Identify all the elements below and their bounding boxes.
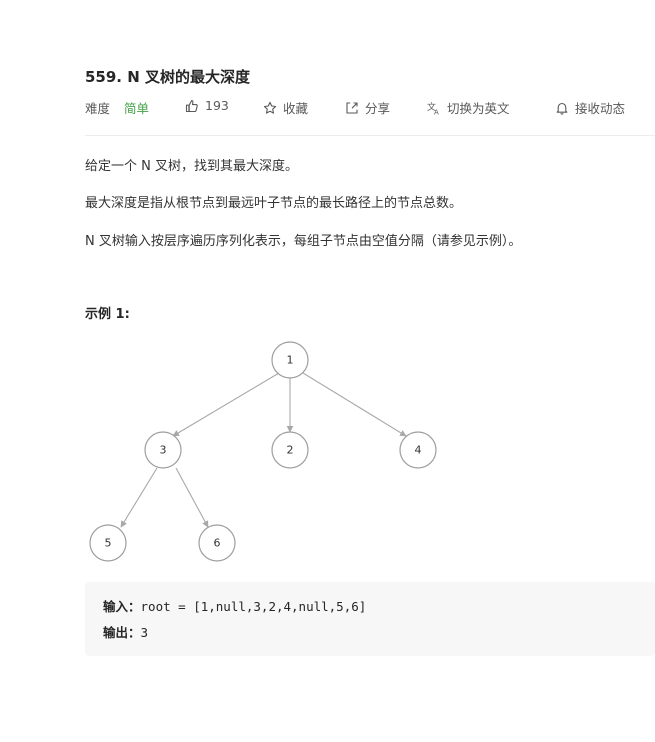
tree-node-2: 2 [271,431,309,469]
difficulty: 难度 简单 [85,98,149,117]
problem-title: 559. N 叉树的最大深度 [85,68,251,86]
switch-language-button[interactable]: 文 A 切换为英文 [427,98,510,117]
tree-node-1: 1 [271,341,309,379]
share-label: 分享 [365,101,391,116]
svg-text:文: 文 [427,101,436,113]
svg-text:4: 4 [415,444,422,457]
divider [85,135,655,136]
tree-edge [175,467,209,528]
example-output-line: 输出：3 [103,622,148,641]
tree-node-5: 5 [89,524,127,562]
description-paragraph-1: 给定一个 N 叉树，找到其最大深度。 [85,159,298,174]
svg-text:3: 3 [160,444,167,457]
like-button[interactable]: 193 [185,98,229,113]
share-icon [345,101,359,115]
switch-language-label: 切换为英文 [447,101,510,116]
tree-node-4: 4 [399,431,437,469]
subscribe-button[interactable]: 接收动态 [555,98,625,117]
example-code-block: 输入：root = [1,null,3,2,4,null,5,6] 输出：3 [85,582,655,656]
collect-button[interactable]: 收藏 [263,98,308,117]
svg-text:6: 6 [214,537,221,550]
collect-label: 收藏 [283,101,309,116]
svg-text:1: 1 [287,354,294,367]
tree-edge [172,372,280,437]
share-button[interactable]: 分享 [345,98,390,117]
input-label: 输入： [103,599,141,614]
svg-text:5: 5 [105,537,112,550]
bell-icon [555,101,569,115]
difficulty-badge: 简单 [124,101,150,116]
star-icon [263,101,277,115]
tree-node-6: 6 [198,524,236,562]
output-value: 3 [140,625,149,640]
description-paragraph-3: N 叉树输入按层序遍历序列化表示，每组子节点由空值分隔（请参见示例）。 [85,234,522,249]
tree-edge [120,467,158,528]
input-value: root = [1,null,3,2,4,null,5,6] [140,599,367,614]
tree-node-3: 3 [144,431,182,469]
output-label: 输出： [103,625,141,640]
tree-edge [302,372,407,437]
svg-text:A: A [434,108,439,115]
svg-text:2: 2 [287,444,294,457]
translate-icon: 文 A [427,101,441,115]
thumbs-up-icon [185,99,199,113]
like-count: 193 [205,98,229,113]
subscribe-label: 接收动态 [575,101,626,116]
difficulty-label: 难度 [85,101,111,116]
example-heading: 示例 1: [85,307,130,322]
example-input-line: 输入：root = [1,null,3,2,4,null,5,6] [103,596,366,615]
description-paragraph-2: 最大深度是指从根节点到最远叶子节点的最长路径上的节点总数。 [85,196,463,211]
